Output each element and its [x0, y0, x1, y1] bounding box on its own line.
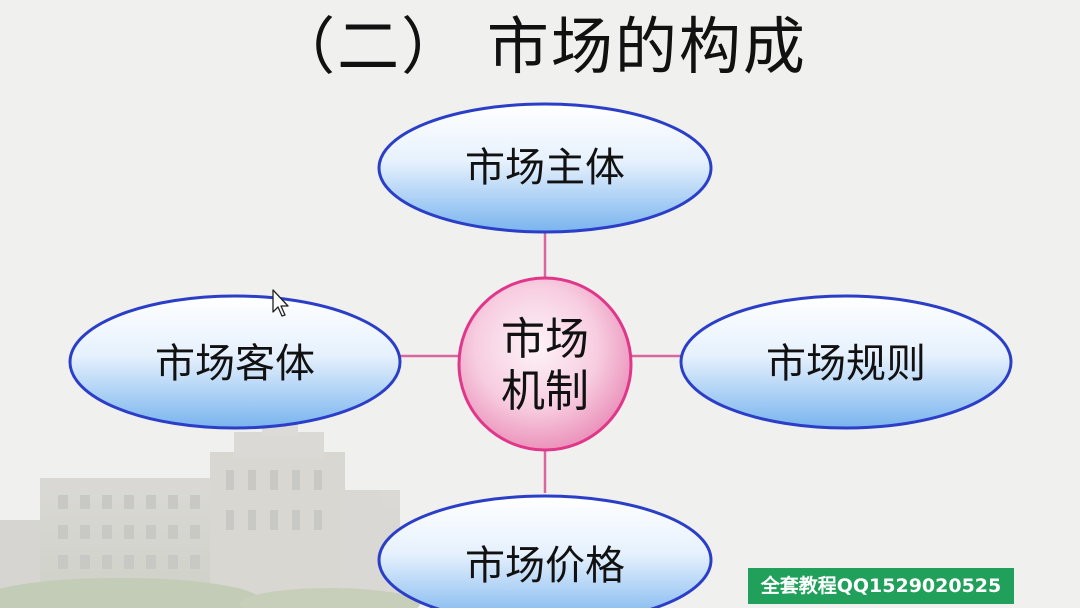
- center-node-label-line1: 市场: [501, 314, 589, 365]
- node-right-label: 市场规则: [766, 341, 926, 387]
- node-bottom-label: 市场价格: [465, 543, 625, 589]
- node-bottom-shape: [377, 494, 713, 608]
- node-top-label: 市场主体: [465, 145, 625, 191]
- node-left-shape: [68, 294, 402, 430]
- mouse-cursor-icon: [272, 289, 289, 317]
- center-node-label-line2: 机制: [501, 366, 589, 417]
- node-top-shape: [377, 102, 713, 234]
- watermark-badge: 全套教程QQ1529020525: [748, 568, 1014, 604]
- background-building: [0, 418, 420, 608]
- node-left-label: 市场客体: [155, 341, 315, 387]
- slide-title: （二） 市场的构成: [273, 10, 807, 83]
- center-node-label: 市场 机制: [465, 314, 625, 418]
- node-right-shape: [679, 294, 1013, 430]
- center-node-shape: [457, 276, 633, 452]
